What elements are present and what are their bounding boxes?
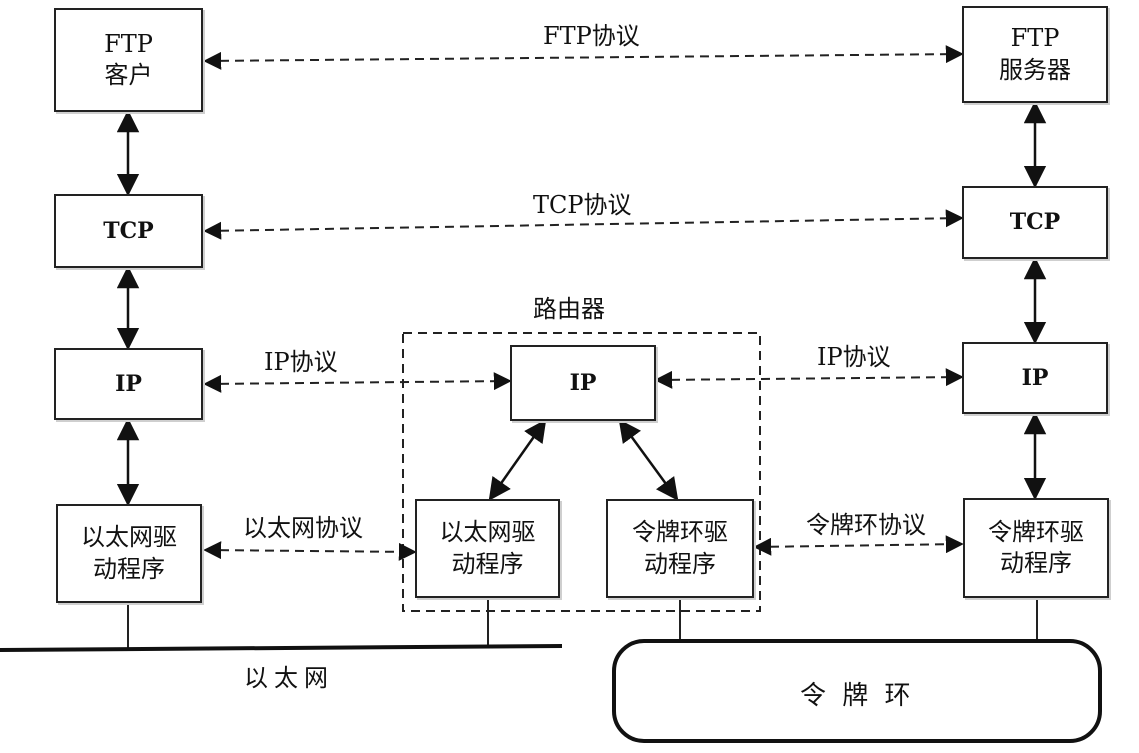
tcp-left-label: TCP	[103, 217, 154, 244]
router-ip-tr-arrow	[618, 419, 679, 501]
ftp-protocol-label: FTP协议	[543, 22, 640, 50]
ip-protocol-right-label: IP协议	[817, 343, 891, 371]
tcp-left-box: TCP	[54, 194, 203, 268]
ip-protocol-left-arrow	[203, 372, 512, 393]
eth-driver-router-line1: 以太网驱	[439, 518, 536, 547]
ethernet-protocol-label: 以太网协议	[243, 514, 363, 542]
router-label: 路由器	[533, 295, 605, 323]
token-ring-protocol-label: 令牌环协议	[806, 511, 926, 539]
tcp-protocol-arrow	[203, 209, 964, 240]
ip-left-label: IP	[115, 370, 142, 397]
tr-driver-right-box: 令牌环驱 动程序	[963, 498, 1109, 598]
eth-driver-left-line1: 以太网驱	[81, 523, 177, 552]
ip-right-box: IP	[962, 342, 1108, 414]
eth-driver-router-line2: 动程序	[451, 549, 524, 578]
tcp-right-label: TCP	[1009, 209, 1061, 236]
ftp-server-line1: FTP	[1010, 24, 1060, 53]
ip-protocol-left-label: IP协议	[264, 348, 338, 376]
ethernet-protocol-arrow	[203, 541, 417, 561]
token-ring-label: 令 牌 环	[800, 681, 915, 711]
ip-right-label: IP	[1021, 364, 1049, 391]
ftp-client-box: FTP 客户	[54, 8, 203, 112]
router-ip-eth-arrow	[488, 419, 547, 501]
ftp-client-line1: FTP	[104, 29, 153, 58]
tcp-protocol-label: TCP协议	[533, 191, 632, 219]
tr-driver-right-line2: 动程序	[1000, 549, 1072, 577]
tcp-right-box: TCP	[962, 186, 1108, 259]
ip-protocol-right-arrow	[654, 368, 964, 389]
tr-driver-router-line1: 令牌环驱	[632, 518, 728, 547]
token-ring-shape	[612, 639, 1102, 743]
ip-router-box: IP	[510, 345, 656, 421]
token-ring-protocol-arrow	[753, 535, 964, 556]
eth-driver-left-line2: 动程序	[93, 554, 165, 583]
eth-driver-left-box: 以太网驱 动程序	[56, 504, 202, 603]
ethernet-label: 以太网	[244, 664, 334, 692]
ethernet-bus	[0, 644, 563, 652]
tr-driver-router-line2: 动程序	[644, 549, 716, 578]
ftp-protocol-arrow	[203, 45, 964, 70]
router-boundary	[402, 332, 761, 612]
tr-driver-router-box: 令牌环驱 动程序	[606, 499, 754, 598]
ftp-server-box: FTP 服务器	[962, 6, 1108, 103]
ip-left-box: IP	[54, 348, 203, 420]
tr-driver-right-line1: 令牌环驱	[988, 517, 1084, 546]
ftp-server-line2: 服务器	[999, 55, 1071, 84]
ip-router-label: IP	[569, 369, 597, 396]
eth-driver-router-box: 以太网驱 动程序	[415, 499, 560, 598]
ftp-client-line2: 客户	[104, 61, 153, 89]
